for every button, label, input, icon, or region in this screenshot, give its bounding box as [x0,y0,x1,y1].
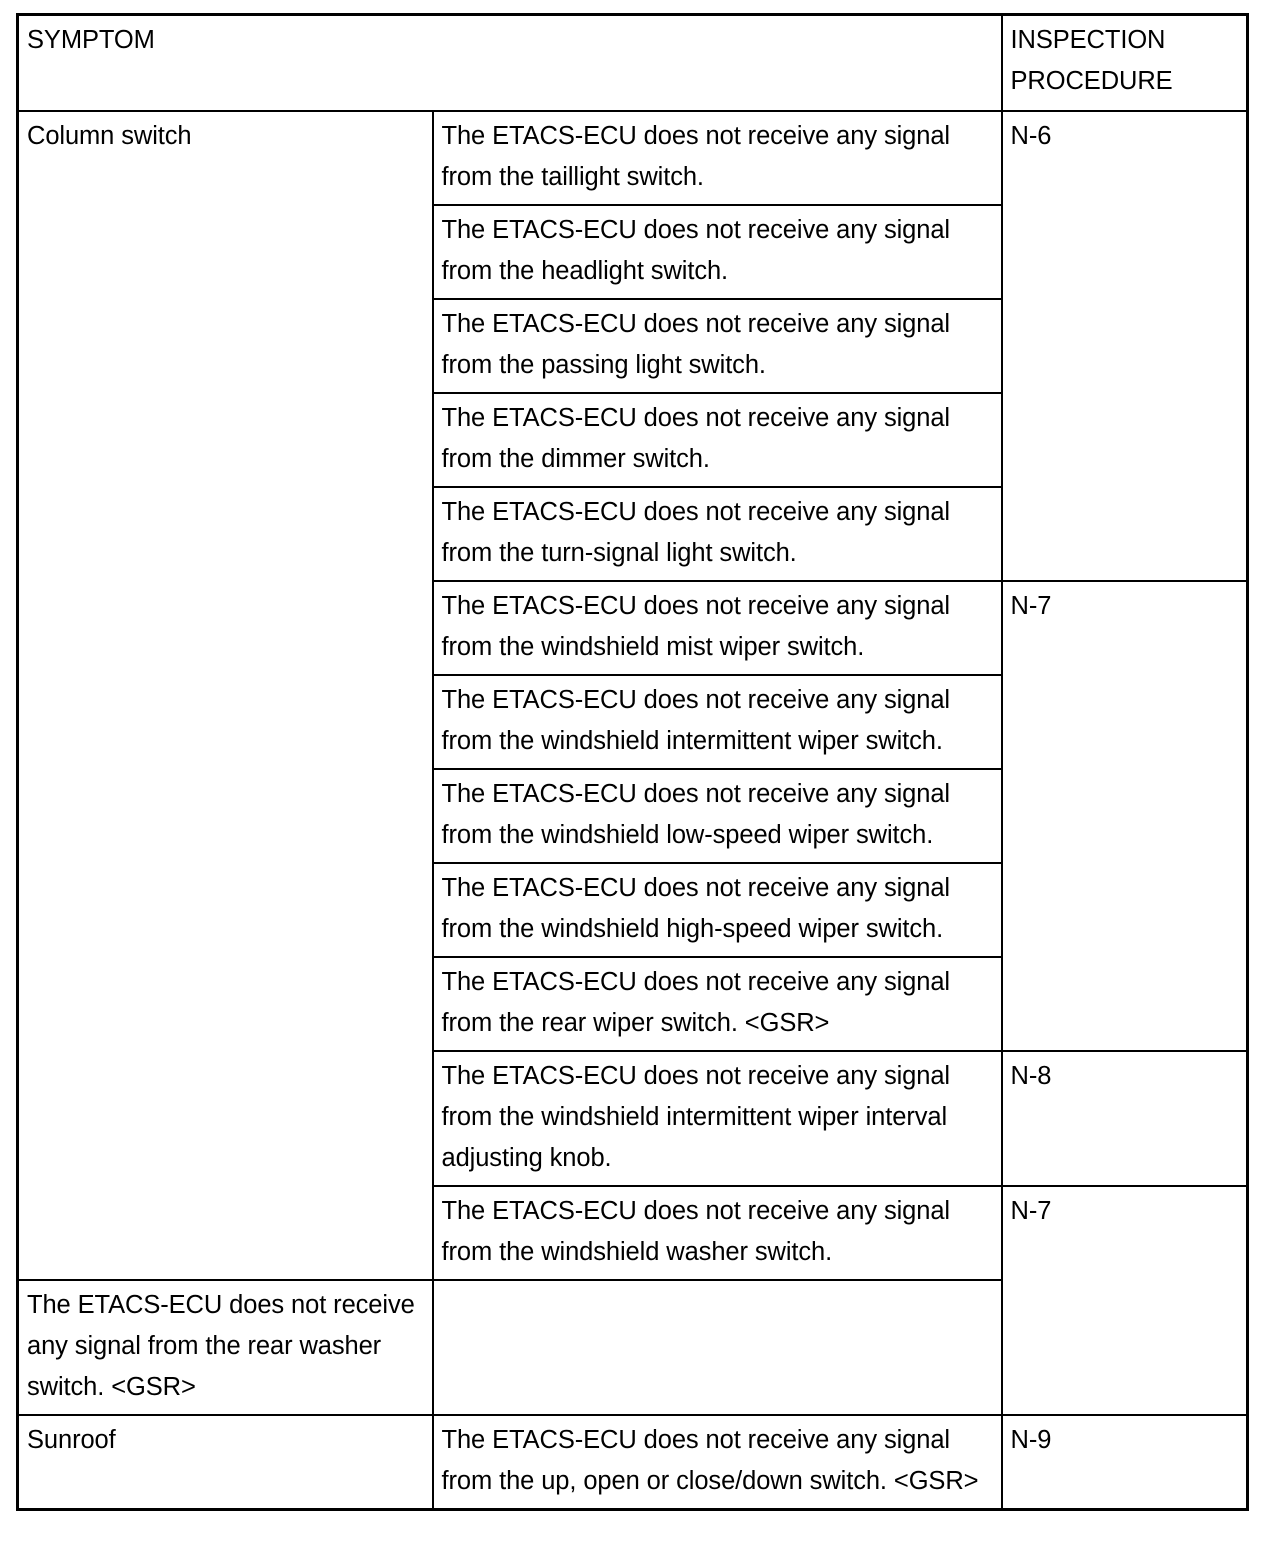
description-cell: The ETACS-ECU does not receive any signa… [431,768,1003,864]
description-cell: The ETACS-ECU does not receive any signa… [431,204,1003,300]
table-row: The ETACS-ECU does not receive any signa… [18,862,1248,958]
inspection-procedure-line-2: PROCEDURE [1010,67,1173,95]
table-row: The ETACS-ECU does not receive any signa… [18,956,1248,1052]
description-cell: The ETACS-ECU does not receive any signa… [431,1050,1003,1187]
table-row: Sunroof The ETACS-ECU does not receive a… [16,1414,1249,1511]
description-cell: The ETACS-ECU does not receive any signa… [431,956,1003,1052]
table-row: The ETACS-ECU does not receive any signa… [18,392,1248,488]
table-row: The ETACS-ECU does not receive any signa… [18,768,1248,864]
description-cell: The ETACS-ECU does not receive any signa… [431,298,1003,394]
table-row: The ETACS-ECU does not receive any signa… [18,298,1248,394]
table-row: The ETACS-ECU does not receive any signa… [16,1279,1248,1416]
column-header-symptom: SYMPTOM [16,13,1003,112]
procedure-cell-n8: N-8 [1000,1050,1249,1187]
table-body: SYMPTOM INSPECTION PROCEDURE Column swit… [16,13,1249,1511]
description-cell: The ETACS-ECU does not receive any signa… [431,674,1003,770]
table-header-row: SYMPTOM INSPECTION PROCEDURE [16,13,1249,112]
procedure-cell-n7-washer: N-7 [1000,1185,1249,1416]
procedure-cell-n6: N-6 [1000,110,1249,582]
description-cell: The ETACS-ECU does not receive any signa… [16,1279,434,1416]
description-cell: The ETACS-ECU does not receive any signa… [431,862,1003,958]
symptom-cell-sunroof: Sunroof [16,1414,434,1511]
description-cell: The ETACS-ECU does not receive any signa… [431,110,1003,206]
description-cell: The ETACS-ECU does not receive any signa… [431,580,1003,676]
description-cell: The ETACS-ECU does not receive any signa… [431,1414,1003,1511]
description-cell: The ETACS-ECU does not receive any signa… [431,486,1003,582]
column-header-inspection-procedure: INSPECTION PROCEDURE [1000,13,1249,112]
table-row: The ETACS-ECU does not receive any signa… [18,486,1248,582]
table-row: The ETACS-ECU does not receive any signa… [18,1185,1249,1416]
table-row: Column switch The ETACS-ECU does not rec… [16,110,1249,1281]
inspection-procedure-line-1: INSPECTION [1010,26,1166,54]
table-row: The ETACS-ECU does not receive any signa… [18,674,1248,770]
table-row: The ETACS-ECU does not receive any signa… [18,1050,1249,1187]
table-row: The ETACS-ECU does not receive any signa… [18,204,1248,300]
procedure-cell-n7-wiper: N-7 [1000,580,1249,1052]
description-cell: The ETACS-ECU does not receive any signa… [431,1185,1003,1281]
symptom-cell-column-switch: Column switch [16,110,434,1281]
description-cell: The ETACS-ECU does not receive any signa… [431,392,1003,488]
procedure-cell-n9: N-9 [1000,1414,1249,1511]
symptom-inspection-table: SYMPTOM INSPECTION PROCEDURE Column swit… [16,13,1250,1511]
table-row: The ETACS-ECU does not receive any signa… [18,580,1249,1052]
